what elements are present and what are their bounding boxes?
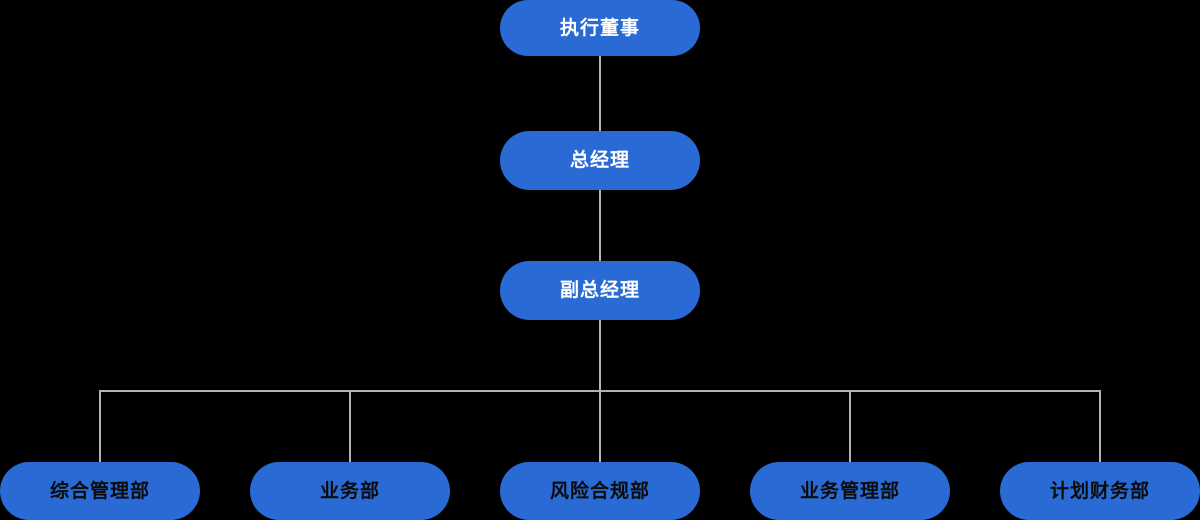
node-label-department-3: 风险合规部 — [549, 480, 650, 502]
node-executive-director[interactable]: 执行董事 — [500, 0, 700, 56]
node-label-department-1: 综合管理部 — [49, 480, 150, 502]
node-department-planning-finance[interactable]: 计划财务部 — [1000, 462, 1200, 520]
connector-director-to-gm — [599, 56, 601, 131]
connector-gm-to-deputy — [599, 190, 601, 261]
node-label-department-5: 计划财务部 — [1049, 480, 1150, 502]
node-department-risk-compliance[interactable]: 风险合规部 — [500, 462, 700, 520]
node-deputy-general-manager[interactable]: 副总经理 — [500, 261, 700, 320]
connector-horizontal-bus — [100, 390, 1100, 392]
node-department-comprehensive-management[interactable]: 综合管理部 — [0, 462, 200, 520]
node-department-business[interactable]: 业务部 — [250, 462, 450, 520]
node-department-business-management[interactable]: 业务管理部 — [750, 462, 950, 520]
node-general-manager[interactable]: 总经理 — [500, 131, 700, 190]
node-label-department-4: 业务管理部 — [799, 480, 900, 502]
connector-branch-1 — [99, 390, 101, 462]
node-label-deputy-general-manager: 副总经理 — [559, 280, 640, 301]
node-label-executive-director: 执行董事 — [559, 17, 640, 39]
connector-branch-4 — [849, 390, 851, 462]
node-label-department-2: 业务部 — [319, 480, 380, 502]
connector-branch-2 — [349, 390, 351, 462]
node-label-general-manager: 总经理 — [569, 150, 630, 171]
connector-branch-5 — [1099, 390, 1101, 462]
